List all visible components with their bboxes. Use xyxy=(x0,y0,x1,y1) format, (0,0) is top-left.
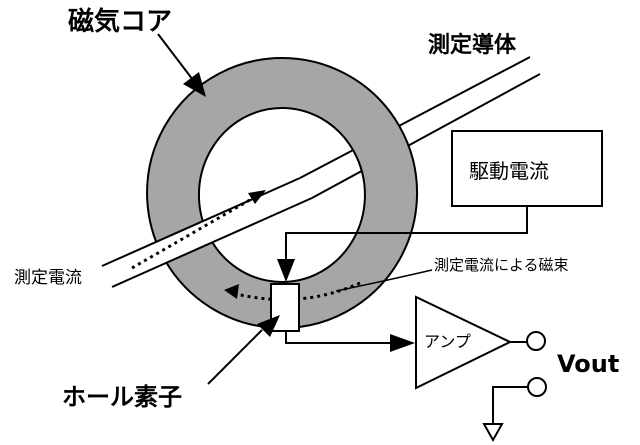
vout-label: Vout xyxy=(557,350,619,378)
conductor-back xyxy=(299,56,541,199)
drive-current-box xyxy=(451,130,603,207)
conductor-label: 測定導体 xyxy=(428,32,517,58)
flux-leader-line xyxy=(335,269,433,292)
output-terminals xyxy=(492,331,547,423)
ground-icon xyxy=(482,423,504,443)
drive-wire xyxy=(277,206,528,282)
hall-label: ホール素子 xyxy=(62,383,182,411)
conductor-front xyxy=(101,177,313,288)
core-pointer-arrow xyxy=(157,33,206,97)
measure-current-arrow xyxy=(131,190,266,270)
flux-label: 測定電流による磁束 xyxy=(434,256,569,274)
amplifier-symbol xyxy=(415,295,513,390)
measure-current-label: 測定電流 xyxy=(14,268,82,288)
drive-current-label: 駆動電流 xyxy=(469,159,549,183)
core-label: 磁気コア xyxy=(68,6,172,37)
hall-pointer-arrow xyxy=(207,315,280,385)
hall-to-amp-wire xyxy=(285,331,415,352)
amp-label: アンプ xyxy=(424,332,471,351)
